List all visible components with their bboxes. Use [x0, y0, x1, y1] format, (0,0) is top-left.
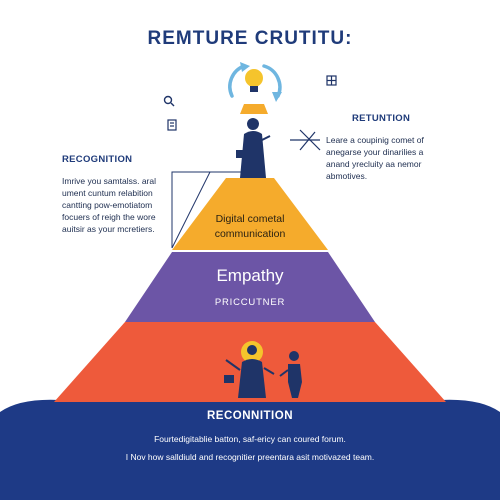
person-figure-left [224, 341, 275, 398]
base-line-1: Fourtedigitablie batton, saf-ericy can c… [154, 434, 346, 444]
top-tier-label: Digital cometal communication [214, 213, 286, 240]
middle-tier-subtitle: PRICCUTNER [214, 297, 286, 308]
refresh-arrows-icon [228, 62, 282, 102]
grid-icon [326, 75, 337, 86]
person-figure-right [279, 351, 302, 398]
left-note-body: Imrive you samtalss. aral ument cuntum r… [62, 176, 156, 234]
document-icon [167, 119, 177, 131]
base-heading: RECONNITION [207, 410, 293, 422]
pyramid-tier-top [172, 178, 328, 250]
page-title: REMTURE CRUTITU: [147, 28, 353, 49]
left-connector-line [171, 171, 264, 248]
right-note: RETUNTION Leare a coupinig comet of aneg… [326, 113, 476, 182]
left-note: RECOGNITION Imrive you samtalss. aral um… [62, 154, 202, 235]
magnifier-icon [163, 95, 175, 107]
left-note-heading: RECOGNITION [62, 154, 133, 165]
person-figure-top [236, 118, 271, 178]
right-note-body: Leare a coupinig comet of anegarse your … [326, 135, 424, 181]
pyramid-tier-middle [125, 252, 375, 322]
lightbulb-icon [245, 69, 263, 92]
arrow-icon [290, 129, 321, 151]
base-line-2: I Nov how salldiuld and recognitier pree… [125, 452, 375, 462]
pedestal [240, 104, 268, 114]
middle-tier-title: Empathy [216, 266, 284, 285]
base-band [0, 399, 500, 500]
right-note-heading: RETUNTION [352, 113, 411, 124]
